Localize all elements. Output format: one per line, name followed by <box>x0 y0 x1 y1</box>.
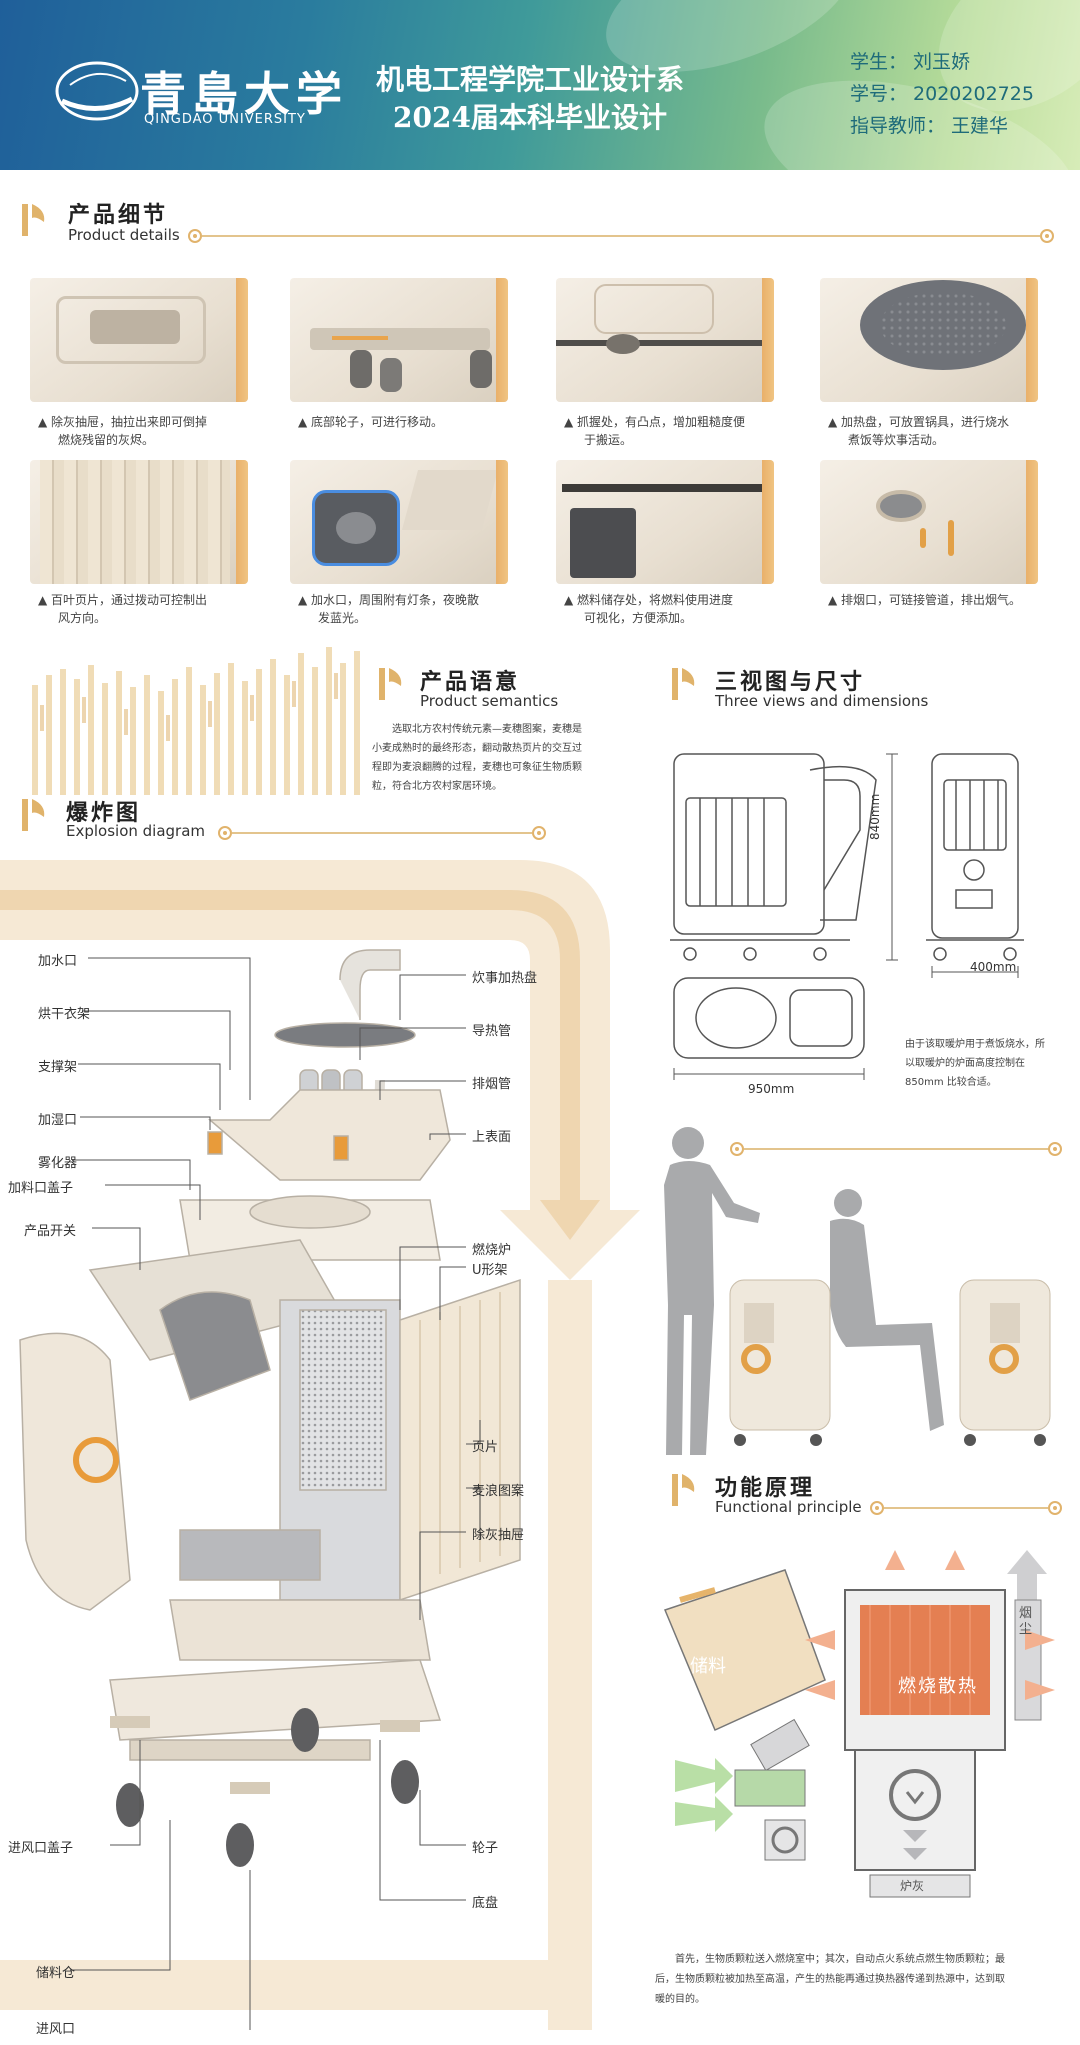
section-dot <box>1048 1142 1062 1156</box>
student-id: 学号： 2020202725 <box>850 83 1034 105</box>
explosion-label: 加水口 <box>38 954 78 969</box>
detail-photo-wheels <box>290 278 508 402</box>
explosion-diagram-graphic <box>0 860 640 2030</box>
detail-photo-exhaust <box>820 460 1038 584</box>
explosion-label: 麦浪图案 <box>472 1484 525 1499</box>
university-name-en: QINGDAO UNIVERSITY <box>144 112 306 127</box>
detail-caption: ▲ 百叶页片，通过拨动可控制出风方向。 <box>38 593 208 625</box>
explosion-label: 加料口盖子 <box>8 1181 74 1196</box>
section-divider <box>202 235 1040 237</box>
explosion-label: 进风口盖子 <box>8 1841 74 1856</box>
section-dot <box>730 1142 744 1156</box>
explosion-label: 底盘 <box>472 1896 499 1911</box>
section-title-cn: 产品语意 <box>420 670 521 695</box>
explosion-label: 雾化器 <box>38 1156 78 1171</box>
section-title-cn: 产品细节 <box>68 203 169 228</box>
principle-paragraph: 首先，生物质颗粒送入燃烧室中；其次，自动点火系统点燃生物质颗粒；最 后，生物质颗… <box>655 1954 1005 2005</box>
department-title: 机电工程学院工业设计系 <box>375 63 684 96</box>
university-name-cn: 青島大学 <box>140 67 348 121</box>
detail-photo-louvers <box>30 460 248 584</box>
section-divider <box>884 1507 1048 1509</box>
section-title-en: Three views and dimensions <box>715 692 929 710</box>
burn-label: 燃烧散热 <box>898 1676 978 1697</box>
section-title-cn: 功能原理 <box>715 1476 816 1501</box>
explosion-label: 燃烧炉 <box>472 1243 512 1258</box>
wheat-section-icon <box>672 668 695 700</box>
university-seal-icon <box>55 61 139 121</box>
section-dot <box>218 826 232 840</box>
detail-caption: ▲ 加热盘，可放置锅具，进行烧水煮饭等炊事活动。 <box>828 415 1010 447</box>
explosion-label: 轮子 <box>472 1841 499 1856</box>
detail-caption: ▲ 抓握处，有凸点，增加粗糙度便于搬运。 <box>564 415 746 447</box>
wheat-section-icon <box>22 204 45 236</box>
wheat-section-icon <box>379 668 402 700</box>
section-dot <box>1048 1501 1062 1515</box>
section-dot <box>870 1501 884 1515</box>
explosion-label: 排烟管 <box>472 1077 512 1092</box>
explosion-label: 支撑架 <box>38 1060 78 1075</box>
detail-photo-ash-drawer <box>30 278 248 402</box>
function-principle-diagram <box>663 1550 1055 1898</box>
section-title-cn: 三视图与尺寸 <box>715 670 866 695</box>
explosion-label: U形架 <box>472 1263 508 1278</box>
detail-photo-grip <box>556 278 774 402</box>
explosion-label: 产品开关 <box>24 1224 77 1239</box>
width-dimension-label: 950mm <box>748 1082 795 1096</box>
section-dot <box>1040 229 1054 243</box>
section-title-en: Product semantics <box>420 692 559 710</box>
storage-label: 储料 <box>690 1656 726 1677</box>
section-dot <box>188 229 202 243</box>
advisor-name: 指导教师： 王建华 <box>850 115 1009 137</box>
explosion-label: 储料仓 <box>36 1966 76 1981</box>
detail-photo-water-inlet <box>290 460 508 584</box>
height-dimension-label: 840mm <box>868 793 882 840</box>
section-dot <box>532 826 546 840</box>
detail-photo-fuel-storage <box>556 460 774 584</box>
wheat-section-icon <box>672 1474 695 1506</box>
detail-caption: ▲ 加水口，周围附有灯条，夜晚散发蓝光。 <box>298 593 480 625</box>
wheat-section-icon <box>22 799 45 831</box>
section-title-cn: 爆炸图 <box>66 801 142 826</box>
student-name: 学生： 刘玉娇 <box>850 51 971 73</box>
detail-caption: ▲ 除灰抽屉，抽拉出来即可倒掉燃烧残留的灰烬。 <box>38 415 208 447</box>
human-scale-illustration <box>664 1127 1051 1455</box>
semantics-paragraph: 选取北方农村传统元素—麦穗图案，麦穗是 小麦成熟时的最终形态，翻动散热页片的交互… <box>372 724 582 792</box>
section-title-en: Functional principle <box>715 1498 862 1516</box>
ash-label: 炉灰 <box>900 1879 925 1893</box>
wheat-pattern-graphic <box>32 647 360 795</box>
explosion-label: 导热管 <box>472 1024 512 1039</box>
explosion-label: 页片 <box>472 1440 499 1455</box>
explosion-label: 加湿口 <box>38 1113 78 1128</box>
section-divider <box>232 832 532 834</box>
explosion-label: 上表面 <box>472 1130 512 1145</box>
detail-photo-heating-plate <box>820 278 1038 402</box>
section-title-en: Explosion diagram <box>66 822 206 840</box>
section-title-en: Product details <box>68 226 180 244</box>
detail-caption: ▲ 底部轮子，可进行移动。 <box>298 415 444 429</box>
smoke-label: 烟尘 <box>1019 1606 1033 1637</box>
height-rationale-note: 由于该取暖炉用于煮饭烧水，所 以取暖炉的炉面高度控制在 850mm 比较合适。 <box>905 1039 1045 1088</box>
explosion-label: 炊事加热盘 <box>472 971 538 986</box>
detail-caption: ▲ 排烟口，可链接管道，排出烟气。 <box>828 593 1022 607</box>
project-title: 2024届本科毕业设计 <box>393 101 667 134</box>
three-view-drawing <box>670 753 1024 1080</box>
explosion-label: 进风口 <box>36 2022 76 2037</box>
poster-header: 青島大学 QINGDAO UNIVERSITY 机电工程学院工业设计系 2024… <box>0 0 1080 170</box>
detail-caption: ▲ 燃料储存处，将燃料使用进度可视化，方便添加。 <box>564 593 734 625</box>
explosion-label: 除灰抽屉 <box>472 1528 525 1543</box>
section-divider <box>744 1148 1050 1150</box>
depth-dimension-label: 400mm <box>970 960 1017 974</box>
explosion-label: 烘干衣架 <box>38 1007 91 1022</box>
